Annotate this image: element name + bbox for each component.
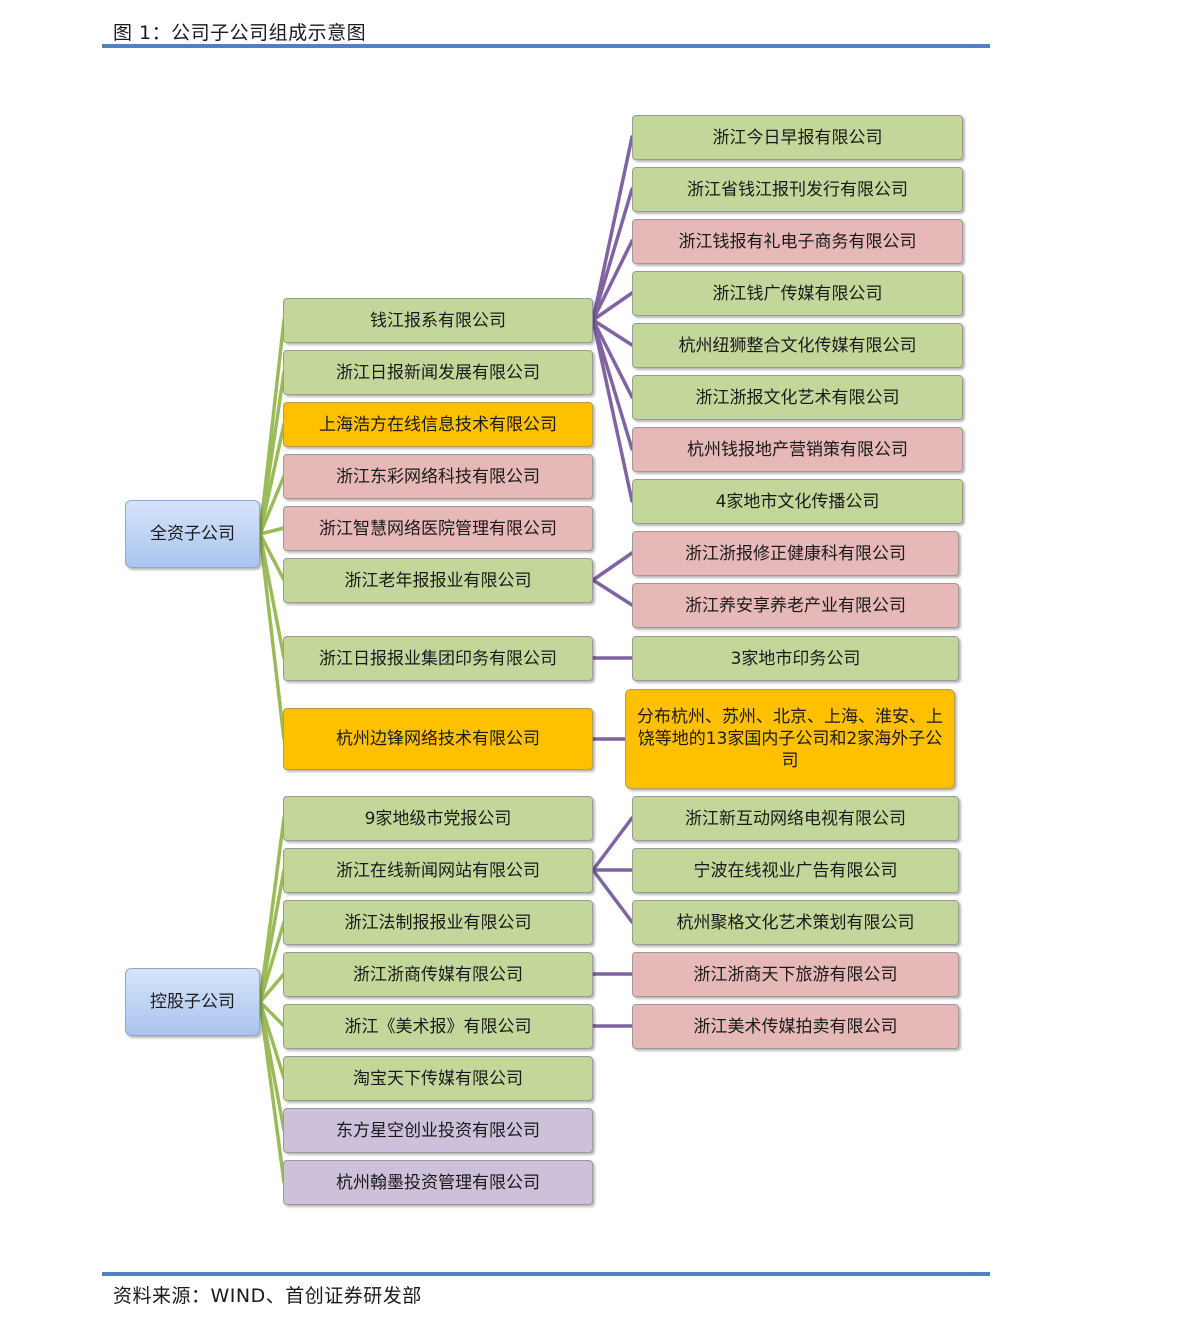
child-link [591,318,634,399]
subsidiary-node: 浙江智慧网络医院管理有限公司 [283,506,593,551]
sub-subsidiary-node: 浙江今日早报有限公司 [632,115,963,160]
sub-subsidiary-node: 浙江美术传媒拍卖有限公司 [632,1004,959,1049]
sub-subsidiary-node: 浙江养安享养老产业有限公司 [632,583,959,628]
child-link [591,239,634,322]
sub-subsidiary-node: 浙江新互动网络电视有限公司 [632,796,959,841]
subsidiary-node: 浙江《美术报》有限公司 [283,1004,593,1049]
subsidiary-node: 9家地级市党报公司 [283,796,593,841]
child-link [591,187,634,322]
sub-subsidiary-node: 宁波在线视业广告有限公司 [632,848,959,893]
subsidiary-node: 上海浩方在线信息技术有限公司 [283,402,593,447]
sub-subsidiary-node: 浙江钱广传媒有限公司 [632,271,963,316]
root-wholly-owned: 全资子公司 [125,500,260,568]
sub-subsidiary-node: 浙江钱报有礼电子商务有限公司 [632,219,963,264]
subsidiary-node: 浙江日报新闻发展有限公司 [283,350,593,395]
sub-subsidiary-node: 3家地市印务公司 [632,636,959,681]
root-link [258,532,286,741]
child-link [591,318,634,503]
subsidiary-node: 浙江老年报报业有限公司 [283,558,593,603]
subsidiary-node: 杭州边锋网络技术有限公司 [283,708,593,770]
root-link [258,474,286,536]
root-link [258,920,286,1004]
sub-subsidiary-node: 4家地市文化传播公司 [632,479,963,524]
sub-subsidiary-node: 浙江浙报修正健康科有限公司 [632,531,959,576]
child-link [591,578,634,607]
bottom-rule [102,1272,990,1276]
sub-subsidiary-node: 浙江浙商天下旅游有限公司 [632,952,959,997]
root-link [258,532,286,582]
subsidiary-node: 浙江浙商传媒有限公司 [283,952,593,997]
sub-subsidiary-node: 分布杭州、苏州、北京、上海、淮安、上饶等地的13家国内子公司和2家海外子公司 [625,689,955,789]
subsidiary-node: 东方星空创业投资有限公司 [283,1108,593,1153]
source-note: 资料来源：WIND、首创证券研发部 [113,1285,422,1307]
child-link [591,318,634,347]
child-link [591,816,634,872]
root-link [258,868,286,1004]
subsidiary-node: 浙江东彩网络科技有限公司 [283,454,593,499]
child-link [591,291,634,322]
root-holding: 控股子公司 [125,968,260,1036]
subsidiary-node: 钱江报系有限公司 [283,298,593,343]
sub-subsidiary-node: 浙江省钱江报刊发行有限公司 [632,167,963,212]
root-link [258,1000,286,1028]
child-link [591,135,634,322]
subsidiary-node: 浙江日报报业集团印务有限公司 [283,636,593,681]
root-link [258,422,286,536]
subsidiary-node: 浙江在线新闻网站有限公司 [283,848,593,893]
root-link [258,370,286,536]
subsidiary-node: 淘宝天下传媒有限公司 [283,1056,593,1101]
root-link [258,526,286,536]
sub-subsidiary-node: 浙江浙报文化艺术有限公司 [632,375,963,420]
sub-subsidiary-node: 杭州聚格文化艺术策划有限公司 [632,900,959,945]
root-link [258,1000,286,1184]
root-link [258,972,286,1004]
subsidiary-node: 浙江法制报报业有限公司 [283,900,593,945]
subsidiary-node: 杭州翰墨投资管理有限公司 [283,1160,593,1205]
sub-subsidiary-node: 杭州纽狮整合文化传媒有限公司 [632,323,963,368]
child-link [591,868,634,924]
child-link [591,318,634,451]
child-link [591,551,634,582]
figure-caption: 图 1：公司子公司组成示意图 [113,22,367,44]
top-rule [102,44,990,48]
sub-subsidiary-node: 杭州钱报地产营销策有限公司 [632,427,963,472]
